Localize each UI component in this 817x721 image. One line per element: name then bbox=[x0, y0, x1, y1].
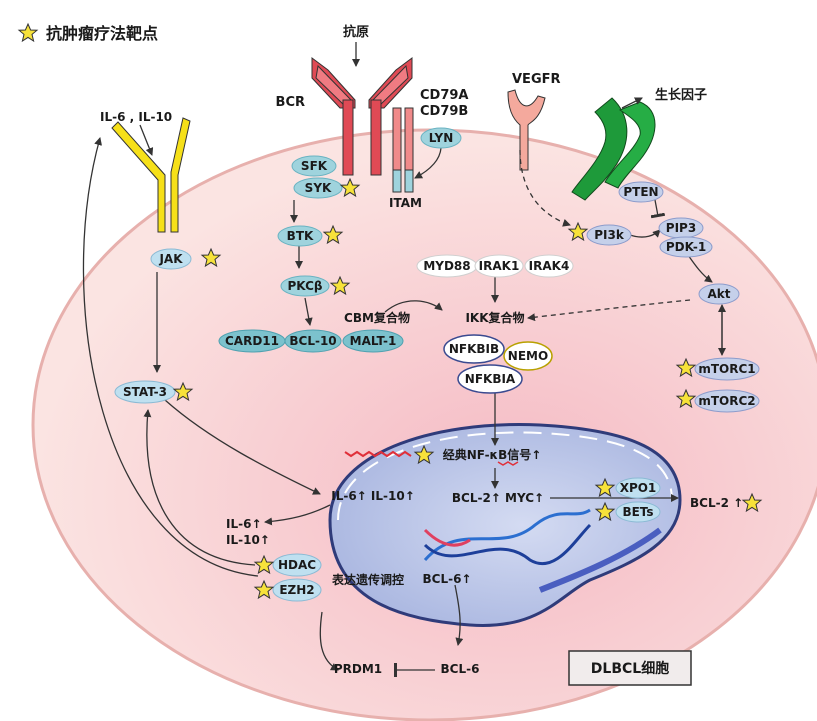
mrna-squiggle bbox=[344, 450, 412, 458]
protein-myd88: MYD88 bbox=[416, 254, 478, 278]
label-cell: DLBCL细胞 bbox=[591, 660, 669, 677]
protein-akt: Akt bbox=[698, 283, 740, 305]
svg-text:NFKBIB: NFKBIB bbox=[449, 342, 499, 356]
protein-pten: PTEN bbox=[618, 181, 664, 203]
svg-text:Akt: Akt bbox=[707, 287, 730, 301]
protein-pi3k: PI3k bbox=[586, 224, 632, 246]
protein-card11: CARD11 bbox=[218, 329, 286, 353]
protein-bets: BETs bbox=[615, 501, 661, 523]
vegfr-receptor bbox=[507, 89, 546, 171]
svg-text:SFK: SFK bbox=[301, 159, 328, 173]
protein-malt1: MALT-1 bbox=[342, 329, 404, 353]
dna-helix bbox=[423, 508, 592, 566]
label-cd79a: CD79A bbox=[420, 88, 468, 103]
svg-text:SYK: SYK bbox=[305, 181, 332, 195]
label-vegfr: VEGFR bbox=[512, 72, 561, 87]
svg-text:BCL-10: BCL-10 bbox=[289, 334, 336, 348]
label-bcl2-myc: BCL-2↑ MYC↑ bbox=[452, 491, 544, 505]
bcr-receptor bbox=[311, 57, 413, 176]
label-itam: ITAM bbox=[389, 196, 422, 210]
label-bcl2-out: BCL-2 ↑ bbox=[690, 496, 743, 510]
svg-text:MALT-1: MALT-1 bbox=[350, 334, 397, 348]
svg-text:PIP3: PIP3 bbox=[666, 221, 696, 235]
protein-sfk: SFK bbox=[291, 155, 337, 177]
svg-text:BETs: BETs bbox=[622, 505, 653, 519]
protein-syk: SYK bbox=[293, 177, 343, 199]
svg-text:JAK: JAK bbox=[158, 252, 183, 266]
svg-text:EZH2: EZH2 bbox=[279, 583, 314, 597]
svg-text:NFKBIA: NFKBIA bbox=[465, 372, 516, 386]
protein-mtorc1: mTORC1 bbox=[694, 357, 760, 381]
cd79-receptor bbox=[392, 107, 414, 193]
arrows bbox=[82, 42, 726, 677]
protein-pdk1: PDK-1 bbox=[659, 236, 713, 258]
svg-text:mTORC2: mTORC2 bbox=[698, 394, 755, 408]
label-il6-up: IL-6↑ bbox=[226, 517, 262, 531]
label-nfkb-signal: 经典NF-κB信号↑ bbox=[443, 447, 542, 462]
protein-mtorc2: mTORC2 bbox=[694, 389, 760, 413]
cell-membrane bbox=[31, 128, 817, 721]
protein-pip3: PIP3 bbox=[658, 217, 704, 239]
svg-text:BTK: BTK bbox=[287, 229, 314, 243]
svg-text:STAT-3: STAT-3 bbox=[123, 385, 167, 399]
protein-stat3: STAT-3 bbox=[114, 380, 176, 404]
svg-text:LYN: LYN bbox=[429, 131, 454, 145]
svg-text:PKCβ: PKCβ bbox=[288, 279, 323, 293]
nucleus bbox=[328, 423, 682, 627]
protein-ezh2: EZH2 bbox=[272, 578, 322, 602]
label-bcl6-up: BCL-6↑ bbox=[423, 572, 472, 586]
il-receptor bbox=[111, 117, 191, 233]
protein-nfkbia: NFKBIA bbox=[457, 364, 523, 394]
svg-text:MYD88: MYD88 bbox=[423, 259, 470, 273]
protein-irak1: IRAK1 bbox=[474, 254, 524, 278]
label-il6-il10: IL-6 , IL-10 bbox=[100, 110, 172, 124]
label-cd79b: CD79B bbox=[420, 104, 468, 119]
label-antigen: 抗原 bbox=[343, 24, 369, 40]
svg-text:PDK-1: PDK-1 bbox=[666, 240, 706, 254]
protein-hdac: HDAC bbox=[272, 553, 322, 577]
label-il6-il10-nuclear: IL-6↑ IL-10↑ bbox=[331, 489, 415, 503]
protein-nfkbib: NFKBIB bbox=[443, 334, 505, 364]
label-il10-up: IL-10↑ bbox=[226, 533, 270, 547]
svg-text:mTORC1: mTORC1 bbox=[698, 362, 755, 376]
cell-name-box: DLBCL细胞 bbox=[568, 650, 692, 686]
svg-text:IRAK1: IRAK1 bbox=[479, 259, 520, 273]
svg-text:PTEN: PTEN bbox=[623, 185, 658, 199]
label-bcr: BCR bbox=[276, 95, 305, 110]
protein-lyn: LYN bbox=[420, 127, 462, 149]
protein-jak: JAK bbox=[150, 248, 192, 270]
growth-factor-receptor bbox=[571, 97, 656, 201]
protein-xpo1: XPO1 bbox=[615, 477, 661, 499]
label-growth-factor: 生长因子 bbox=[655, 87, 707, 103]
svg-text:CARD11: CARD11 bbox=[225, 334, 279, 348]
protein-bcl10: BCL-10 bbox=[284, 329, 342, 353]
label-cbm-complex: CBM复合物 bbox=[344, 310, 410, 325]
protein-nemo: NEMO bbox=[503, 341, 553, 371]
label-bcl6: BCL-6 bbox=[441, 662, 480, 676]
legend-label: 抗肿瘤疗法靶点 bbox=[46, 24, 158, 43]
svg-text:NEMO: NEMO bbox=[508, 349, 548, 363]
protein-pkcb: PKCβ bbox=[280, 275, 330, 297]
svg-text:XPO1: XPO1 bbox=[620, 481, 657, 495]
svg-text:HDAC: HDAC bbox=[278, 558, 316, 572]
label-ikk-complex: IKK复合物 bbox=[465, 310, 524, 325]
nfkb-squiggle bbox=[497, 461, 519, 466]
protein-btk: BTK bbox=[277, 225, 323, 247]
label-epigenetic: 表达遗传调控 bbox=[331, 572, 404, 587]
svg-text:IRAK4: IRAK4 bbox=[529, 259, 570, 273]
protein-irak4: IRAK4 bbox=[524, 254, 574, 278]
svg-text:PI3k: PI3k bbox=[594, 228, 625, 242]
label-prdm1: PRDM1 bbox=[334, 662, 382, 676]
